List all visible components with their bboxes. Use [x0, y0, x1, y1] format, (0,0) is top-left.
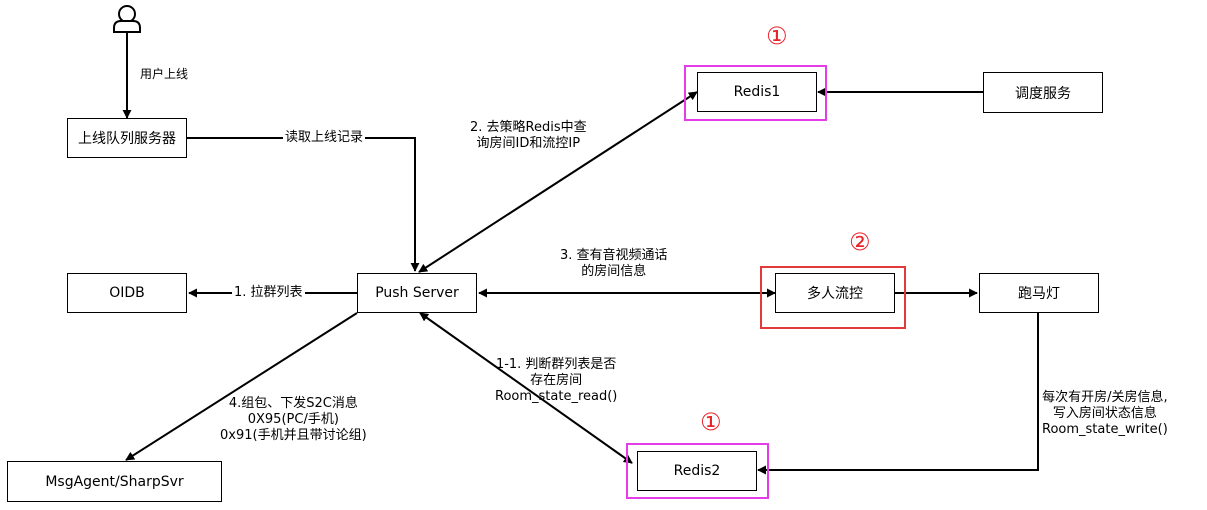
label-query-room-line1: 3. 查有音视频通话 — [560, 248, 668, 263]
redis1-marker: ① — [766, 22, 788, 50]
label-user-online: 用户上线 — [140, 67, 189, 81]
label-strategy-redis: 2. 去策略Redis中查 询房间ID和流控IP — [470, 120, 587, 152]
node-push-server: Push Server — [357, 273, 477, 313]
redis2-highlight — [626, 443, 769, 499]
edge-judge-group — [419, 312, 633, 464]
node-oidb: OIDB — [67, 273, 187, 313]
redis1-highlight — [684, 65, 827, 121]
multi-flow-marker: ② — [849, 228, 871, 256]
node-msgagent: MsgAgent/SharpSvr — [7, 461, 222, 502]
redis2-marker: ① — [700, 408, 722, 436]
label-pull-group: 1. 拉群列表 — [232, 285, 305, 301]
label-write-room-state-line1: 每次有开房/关房信息, — [1042, 390, 1168, 405]
node-redis1: Redis1 — [697, 72, 817, 112]
node-marquee: 跑马灯 — [979, 273, 1099, 313]
label-judge-group-line3: Room_state_read() — [495, 389, 618, 404]
edge-strategy-redis — [418, 91, 698, 273]
edge-read-online-record — [187, 137, 420, 272]
label-strategy-redis-line2: 询房间ID和流控IP — [476, 136, 581, 151]
label-judge-group: 1-1. 判断群列表是否 存在房间 Room_state_read() — [495, 357, 617, 405]
label-write-room-state-line2: 写入房间状态信息 — [1052, 406, 1157, 421]
label-send-s2c-line1: 4.组包、下发S2C消息 — [228, 396, 358, 411]
label-send-s2c-line2: 0X95(PC/手机) — [247, 412, 339, 427]
label-send-s2c: 4.组包、下发S2C消息 0X95(PC/手机) 0x91(手机并且带讨论组) — [220, 396, 367, 444]
edge-send-s2c — [125, 312, 358, 461]
label-read-online-record: 读取上线记录 — [283, 130, 366, 146]
multi-flow-highlight — [760, 266, 906, 329]
node-online-queue-server: 上线队列服务器 — [67, 118, 187, 158]
label-judge-group-line2: 存在房间 — [530, 373, 583, 388]
node-multi-flow-control: 多人流控 — [775, 273, 895, 313]
user-icon — [113, 5, 141, 33]
edge-write-room-state — [757, 313, 1039, 475]
label-write-room-state-line3: Room_state_write() — [1042, 422, 1168, 437]
node-redis2: Redis2 — [637, 451, 757, 491]
node-scheduler: 调度服务 — [983, 72, 1103, 113]
label-write-room-state: 每次有开房/关房信息, 写入房间状态信息 Room_state_write() — [1040, 390, 1170, 438]
label-query-room-line2: 的房间信息 — [581, 264, 647, 279]
label-query-room: 3. 查有音视频通话 的房间信息 — [560, 248, 668, 280]
label-send-s2c-line3: 0x91(手机并且带讨论组) — [220, 428, 367, 443]
label-judge-group-line1: 1-1. 判断群列表是否 — [495, 357, 617, 372]
label-strategy-redis-line1: 2. 去策略Redis中查 — [470, 120, 587, 135]
